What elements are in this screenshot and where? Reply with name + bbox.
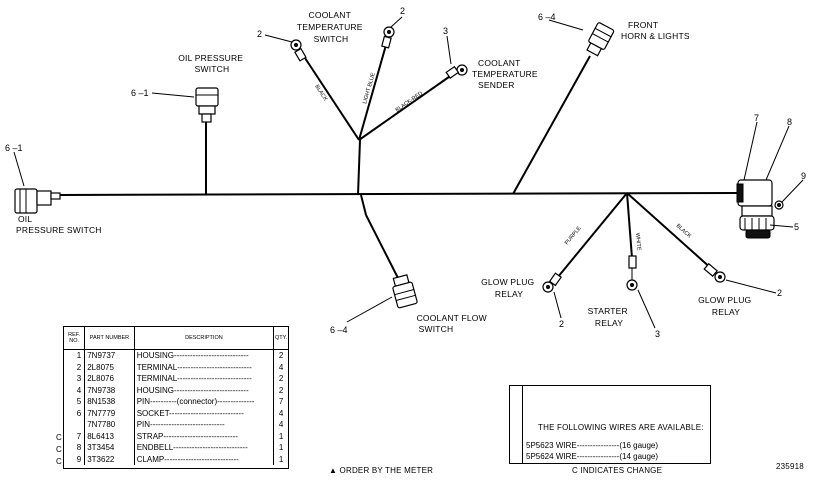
- wire-row: 5P5623 WIRE----------------(16 gauge): [526, 441, 659, 450]
- branch-front-horn-lights: [512, 55, 591, 195]
- oil-pressure-switch-top-connector: [195, 87, 219, 123]
- callout-8: 8: [787, 117, 792, 127]
- available-wires-box: THE FOLLOWING WIRES ARE AVAILABLE: 5P562…: [509, 385, 711, 464]
- change-indicator-note: C INDICATES CHANGE: [572, 466, 663, 475]
- callout-7: 7: [754, 113, 759, 123]
- label-coolant-temp-sender: COOLANT TEMPERATURE SENDER: [472, 58, 540, 90]
- coolant-temp-switch-terminal-right: [381, 26, 395, 49]
- callout-6-4-top: 6 –4: [538, 12, 556, 22]
- callout-5: 5: [794, 222, 799, 232]
- front-horn-lights-connector: [586, 22, 615, 57]
- wire-label-white: WHITE: [634, 233, 642, 252]
- label-front-horn-lights: FRONT HORN & LIGHTS: [621, 20, 690, 41]
- label-oil-pressure-switch-left: OIL PRESSURE SWITCH: [16, 214, 102, 235]
- coolant-temp-switch-terminal-left: [290, 39, 307, 62]
- label-glow-plug-relay-right: GLOW PLUG RELAY: [698, 295, 754, 317]
- wire-row: 5P5624 WIRE----------------(14 gauge): [526, 452, 659, 461]
- header-part-number: PART NUMBER: [84, 327, 135, 350]
- wires-box-divider: [522, 386, 523, 463]
- parts-table-header: REF. NO. PART NUMBER DESCRIPTION QTY.: [64, 327, 288, 350]
- glow-plug-relay-left-terminal: [542, 272, 562, 293]
- main-harness-trunk: [59, 192, 739, 196]
- glow-plug-relay-right-terminal: [703, 262, 726, 283]
- label-coolant-flow-switch: COOLANT FLOW SWITCH: [417, 313, 490, 334]
- callout-3-bottom: 3: [655, 329, 660, 339]
- wire-white: [626, 192, 633, 259]
- callout-2-a: 2: [257, 29, 262, 39]
- main-multipin-connector: [736, 179, 784, 239]
- label-coolant-temp-switch: COOLANT TEMPERATURE SWITCH: [297, 10, 365, 44]
- change-mark: C: [56, 433, 62, 442]
- label-glow-plug-relay-left: GLOW PLUG RELAY: [481, 277, 537, 299]
- label-starter-relay: STARTER RELAY: [588, 306, 631, 328]
- oil-pressure-switch-left-connector: [14, 188, 61, 214]
- callout-2-right: 2: [777, 288, 782, 298]
- callout-9: 9: [801, 171, 806, 181]
- callout-6-1-left: 6 –1: [5, 143, 23, 153]
- wire-purple: [552, 192, 628, 284]
- wire-label-black: BLACK: [313, 84, 328, 103]
- wire-label-black-red: BLACK-RED: [395, 91, 424, 114]
- coolant-flow-switch-connector: [392, 274, 418, 309]
- callout-leaders: [13, 16, 804, 329]
- callout-3-a: 3: [443, 26, 448, 36]
- wire-label-purple: PURPLE: [564, 225, 583, 246]
- callout-2-bottom: 2: [559, 319, 564, 329]
- order-by-meter-note: ▲ ORDER BY THE METER: [329, 466, 434, 475]
- callout-6-4-bottom: 6 –4: [330, 325, 348, 335]
- branch-coolant-upper: [357, 139, 361, 196]
- header-qty: QTY.: [273, 327, 288, 350]
- wire-black: [302, 54, 360, 141]
- callout-6-1-top: 6 –1: [131, 88, 149, 98]
- change-mark: C: [56, 445, 62, 454]
- wire-coolant-flow: [365, 214, 401, 283]
- wires-box-title: THE FOLLOWING WIRES ARE AVAILABLE:: [538, 423, 704, 432]
- label-oil-pressure-switch-top: OIL PRESSURE SWITCH: [178, 53, 245, 74]
- wire-black-glow: [626, 192, 714, 271]
- figure-number: 235918: [776, 462, 804, 471]
- callout-2-b: 2: [400, 6, 405, 16]
- header-ref-no: REF. NO.: [64, 327, 86, 350]
- starter-relay-terminal: [626, 255, 638, 291]
- coolant-temp-sender-terminal: [445, 64, 468, 79]
- branch-coolant-flow: [360, 194, 367, 216]
- header-description: DESCRIPTION: [134, 327, 275, 350]
- wire-light-blue: [358, 44, 387, 141]
- change-mark: C: [56, 457, 62, 466]
- wire-black-red: [358, 71, 457, 141]
